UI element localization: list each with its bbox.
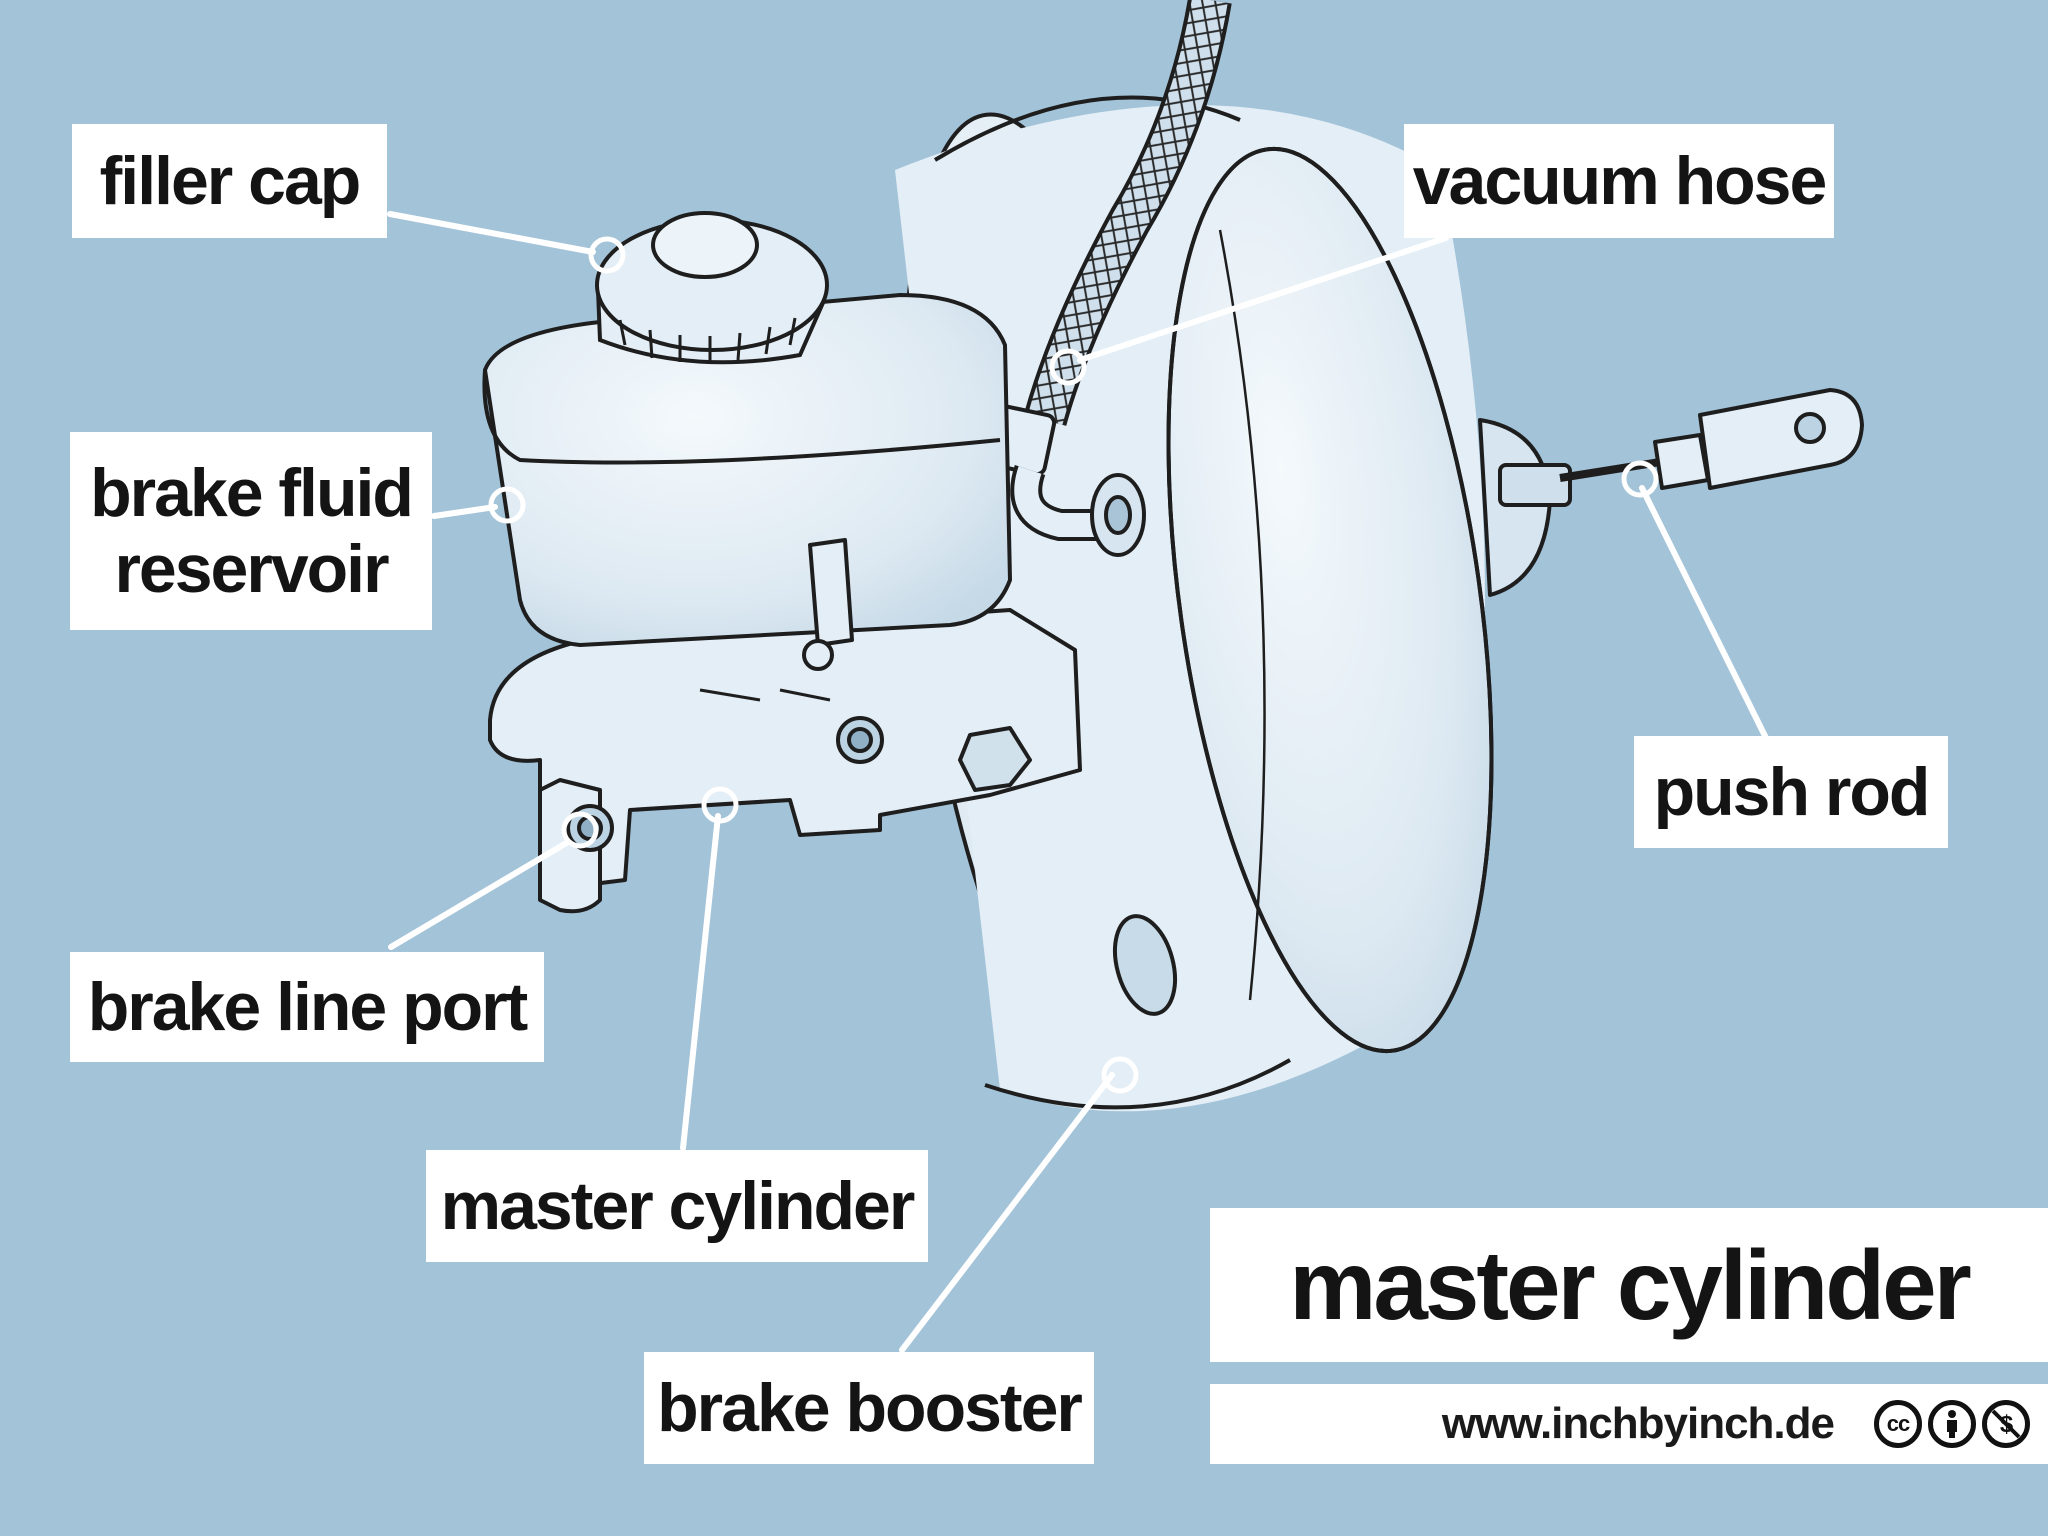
- push-rod-label: push rod: [1634, 736, 1948, 848]
- callout-lines: [387, 211, 1770, 1353]
- vacuum-hose-label: vacuum hose: [1404, 124, 1834, 238]
- cc-icon: cc: [1874, 1400, 1922, 1448]
- push-rod-marker: [1621, 460, 1659, 498]
- brake-booster-label: brake booster: [644, 1352, 1094, 1464]
- master-cylinder-marker: [701, 786, 739, 824]
- filler-cap-drawing: [595, 211, 829, 365]
- brake-booster-drawing: [895, 95, 1572, 1112]
- reservoir-marker: [488, 486, 526, 524]
- brake-fluid-reservoir-label: brake fluid reservoir: [70, 432, 432, 630]
- brake-line-port-marker: [561, 811, 599, 849]
- nc-icon: $: [1982, 1400, 2030, 1448]
- filler-cap-marker: [588, 236, 626, 274]
- website-link[interactable]: www.inchbyinch.de: [1441, 1399, 1835, 1448]
- license-icons: cc $: [1874, 1400, 2030, 1448]
- brake-line-port-label: brake line port: [70, 952, 544, 1062]
- reservoir-drawing: [482, 293, 1012, 671]
- callout-markers: [488, 236, 1659, 1094]
- push-rod-drawing: [1559, 388, 1864, 490]
- vacuum-hose-marker: [1049, 348, 1087, 386]
- credits-bar: www.inchbyinch.de cc $: [1210, 1384, 2048, 1464]
- master-cylinder-label: master cylinder: [426, 1150, 928, 1262]
- filler-cap-label: filler cap: [72, 124, 387, 238]
- brake-booster-marker: [1101, 1056, 1139, 1094]
- vacuum-hose-drawing: [983, 0, 1232, 557]
- by-icon: [1928, 1400, 1976, 1448]
- page-title: master cylinder: [1210, 1208, 2048, 1362]
